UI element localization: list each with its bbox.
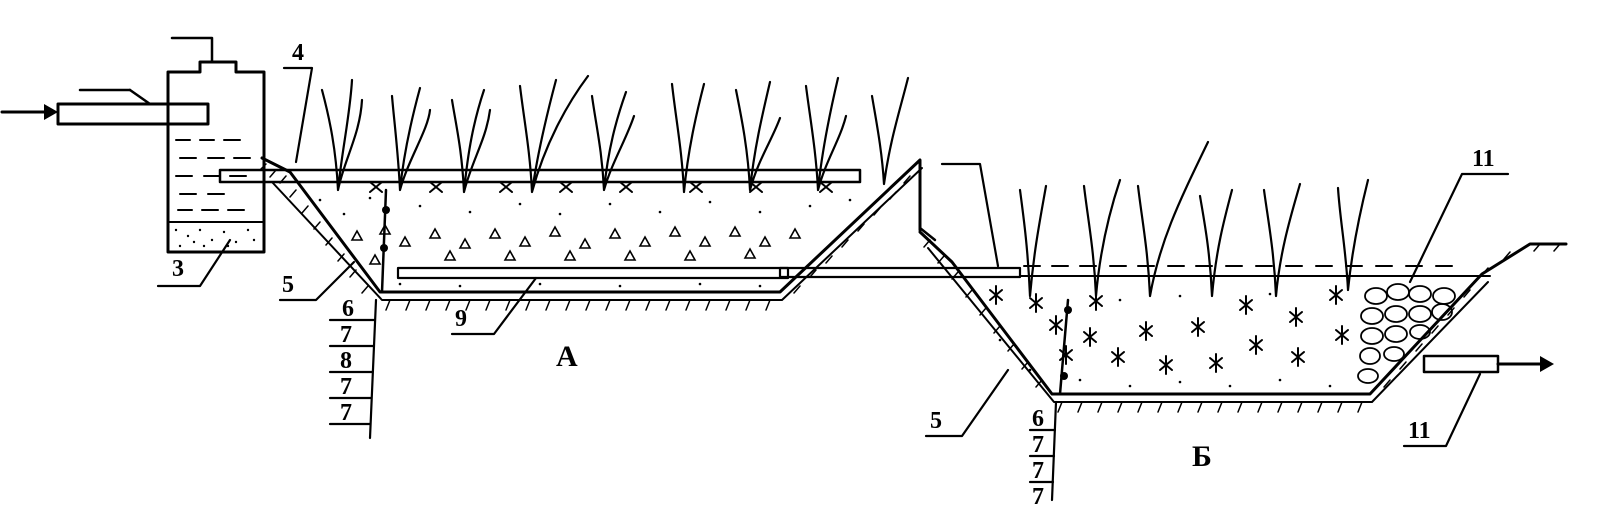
- label-5-right: 5: [930, 408, 942, 434]
- label-11-bottom: 11: [1408, 418, 1431, 444]
- label-7-right-3: 7: [1032, 484, 1044, 510]
- reeds-basin-b: [1018, 140, 1370, 298]
- label-7-right-2: 7: [1032, 458, 1044, 484]
- reeds-basin-a: [320, 74, 910, 194]
- label-8-left: 8: [340, 348, 352, 374]
- label-basin-b: Б: [1192, 440, 1212, 473]
- basin-a: [259, 156, 923, 311]
- label-9: 9: [455, 306, 467, 332]
- basin-b: [918, 230, 1568, 413]
- label-7-left-1: 7: [340, 322, 352, 348]
- label-4: 4: [292, 40, 304, 66]
- label-3: 3: [172, 256, 184, 282]
- label-7-right-1: 7: [1032, 432, 1044, 458]
- connecting-channel: [778, 226, 1022, 279]
- settling-tank: [166, 36, 266, 254]
- leader-lines: [156, 66, 1510, 502]
- inlet-pipe: [56, 88, 210, 126]
- label-5-left: 5: [282, 272, 294, 298]
- label-6-left: 6: [342, 296, 354, 322]
- outlet-pipe: [1422, 354, 1554, 374]
- label-7-left-3: 7: [340, 400, 352, 426]
- label-6-right: 6: [1032, 406, 1044, 432]
- label-basin-a: А: [556, 340, 578, 373]
- inlet-arrow: [0, 104, 58, 120]
- label-7-left-2: 7: [340, 374, 352, 400]
- distribution-pipe-top: [218, 168, 862, 184]
- label-11-top: 11: [1472, 146, 1495, 172]
